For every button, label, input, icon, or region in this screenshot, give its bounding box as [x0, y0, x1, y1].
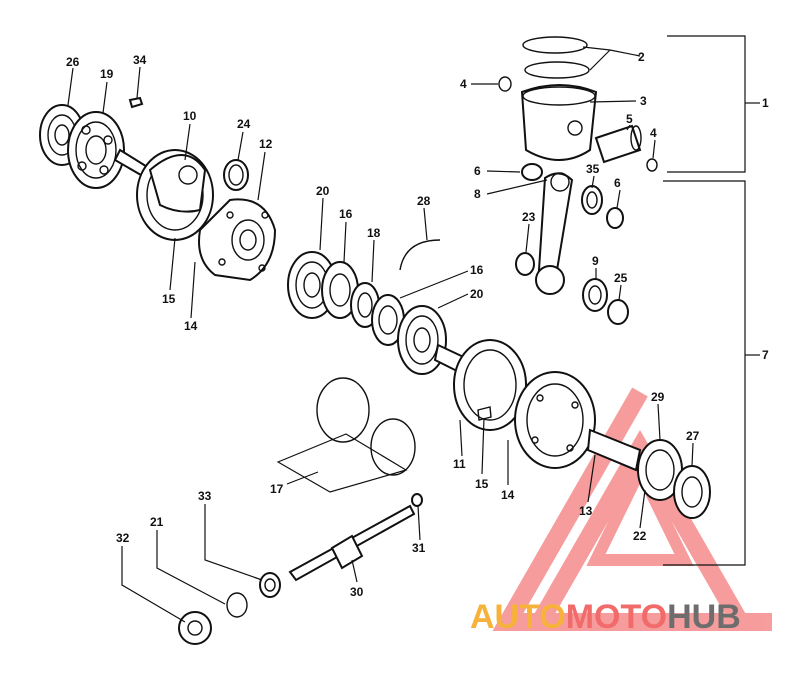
- callout-30: 30: [350, 585, 364, 599]
- callout-4b: 4: [650, 126, 657, 140]
- callout-20b: 20: [470, 287, 484, 301]
- part-piston-pin-5: [594, 124, 642, 164]
- callout-15a: 15: [162, 292, 176, 306]
- part-piston-clip-4b: [646, 158, 658, 172]
- callout-11: 11: [453, 457, 466, 471]
- callout-25: 25: [614, 271, 628, 285]
- part-needle-bearing-35: [581, 185, 603, 215]
- callout-18: 18: [367, 226, 381, 240]
- part-washer-6a: [521, 163, 543, 181]
- callout-12: 12: [259, 137, 273, 151]
- part-bearing-33: [259, 572, 281, 598]
- part-flange-plate-12: [198, 198, 277, 282]
- part-washer-31: [411, 493, 423, 507]
- part-piston: [520, 84, 598, 161]
- callout-5: 5: [626, 112, 633, 126]
- callout-13: 13: [579, 504, 593, 518]
- callout-24: 24: [237, 117, 251, 131]
- callout-8: 8: [474, 187, 481, 201]
- callout-4a: 4: [460, 77, 467, 91]
- callout-27: 27: [686, 429, 700, 443]
- callout-32: 32: [116, 531, 130, 545]
- callout-16b: 16: [470, 263, 484, 277]
- callout-19: 19: [100, 67, 114, 81]
- callout-31: 31: [412, 541, 426, 555]
- callout-14b: 14: [501, 488, 515, 502]
- part-washer-6b: [606, 207, 624, 229]
- watermark-hub: HUB: [667, 598, 741, 636]
- svg-text:AUTOMOTOHUB: AUTOMOTOHUB: [470, 598, 741, 636]
- leader-lines: [67, 35, 760, 623]
- part-circlip-21: [226, 592, 248, 618]
- callout-20a: 20: [316, 184, 330, 198]
- callout-7: 7: [762, 348, 769, 362]
- callout-35: 35: [586, 162, 600, 176]
- callout-34: 34: [133, 53, 147, 67]
- part-left-crank-flywheel: [113, 148, 214, 241]
- watermark-moto: MOTO: [566, 598, 667, 636]
- callout-6b: 6: [614, 176, 621, 190]
- watermark-logo: AUTOMOTOHUB: [470, 598, 741, 636]
- part-piston-clip-4a: [498, 76, 512, 92]
- callout-22: 22: [633, 529, 647, 543]
- part-seal-16b: [371, 294, 405, 346]
- callout-2: 2: [638, 50, 645, 64]
- part-needle-bearing-9: [582, 278, 608, 312]
- callout-15b: 15: [475, 477, 489, 491]
- part-bearing-20b: [397, 305, 447, 375]
- callout-3: 3: [640, 94, 647, 108]
- part-connecting-rod: [535, 172, 574, 295]
- part-bearing-left: [67, 111, 125, 189]
- part-shims-17: [276, 377, 416, 493]
- part-right-crank-flywheel: [433, 339, 642, 472]
- callout-1: 1: [762, 96, 769, 110]
- callout-28: 28: [417, 194, 431, 208]
- part-crank-pin-15: [477, 406, 492, 421]
- part-washer-23: [515, 252, 535, 276]
- part-pump-drive-shaft-30: [288, 504, 416, 582]
- callout-26: 26: [66, 55, 80, 69]
- callout-33: 33: [198, 489, 212, 503]
- watermark-auto: AUTO: [470, 598, 566, 636]
- part-washer-25: [607, 299, 629, 325]
- callout-14a: 14: [184, 319, 198, 333]
- callout-6a: 6: [474, 164, 481, 178]
- part-circlip-28: [399, 239, 441, 271]
- callout-23: 23: [522, 210, 536, 224]
- callout-labels: 26 19 34 10 24 12 15 14 20 16 18 28 16 2…: [66, 50, 769, 599]
- callout-10: 10: [183, 109, 197, 123]
- part-woodruff-key: [128, 96, 144, 109]
- callout-21: 21: [150, 515, 164, 529]
- callout-17: 17: [270, 482, 284, 496]
- callout-9: 9: [592, 254, 599, 268]
- part-piston-rings: [522, 36, 590, 79]
- part-gear-32: [178, 611, 212, 645]
- callout-16a: 16: [339, 207, 353, 221]
- part-ring-24: [223, 159, 249, 191]
- callout-29: 29: [651, 390, 665, 404]
- part-oil-seal-27: [673, 465, 711, 519]
- watermark-triangle: [492, 387, 772, 631]
